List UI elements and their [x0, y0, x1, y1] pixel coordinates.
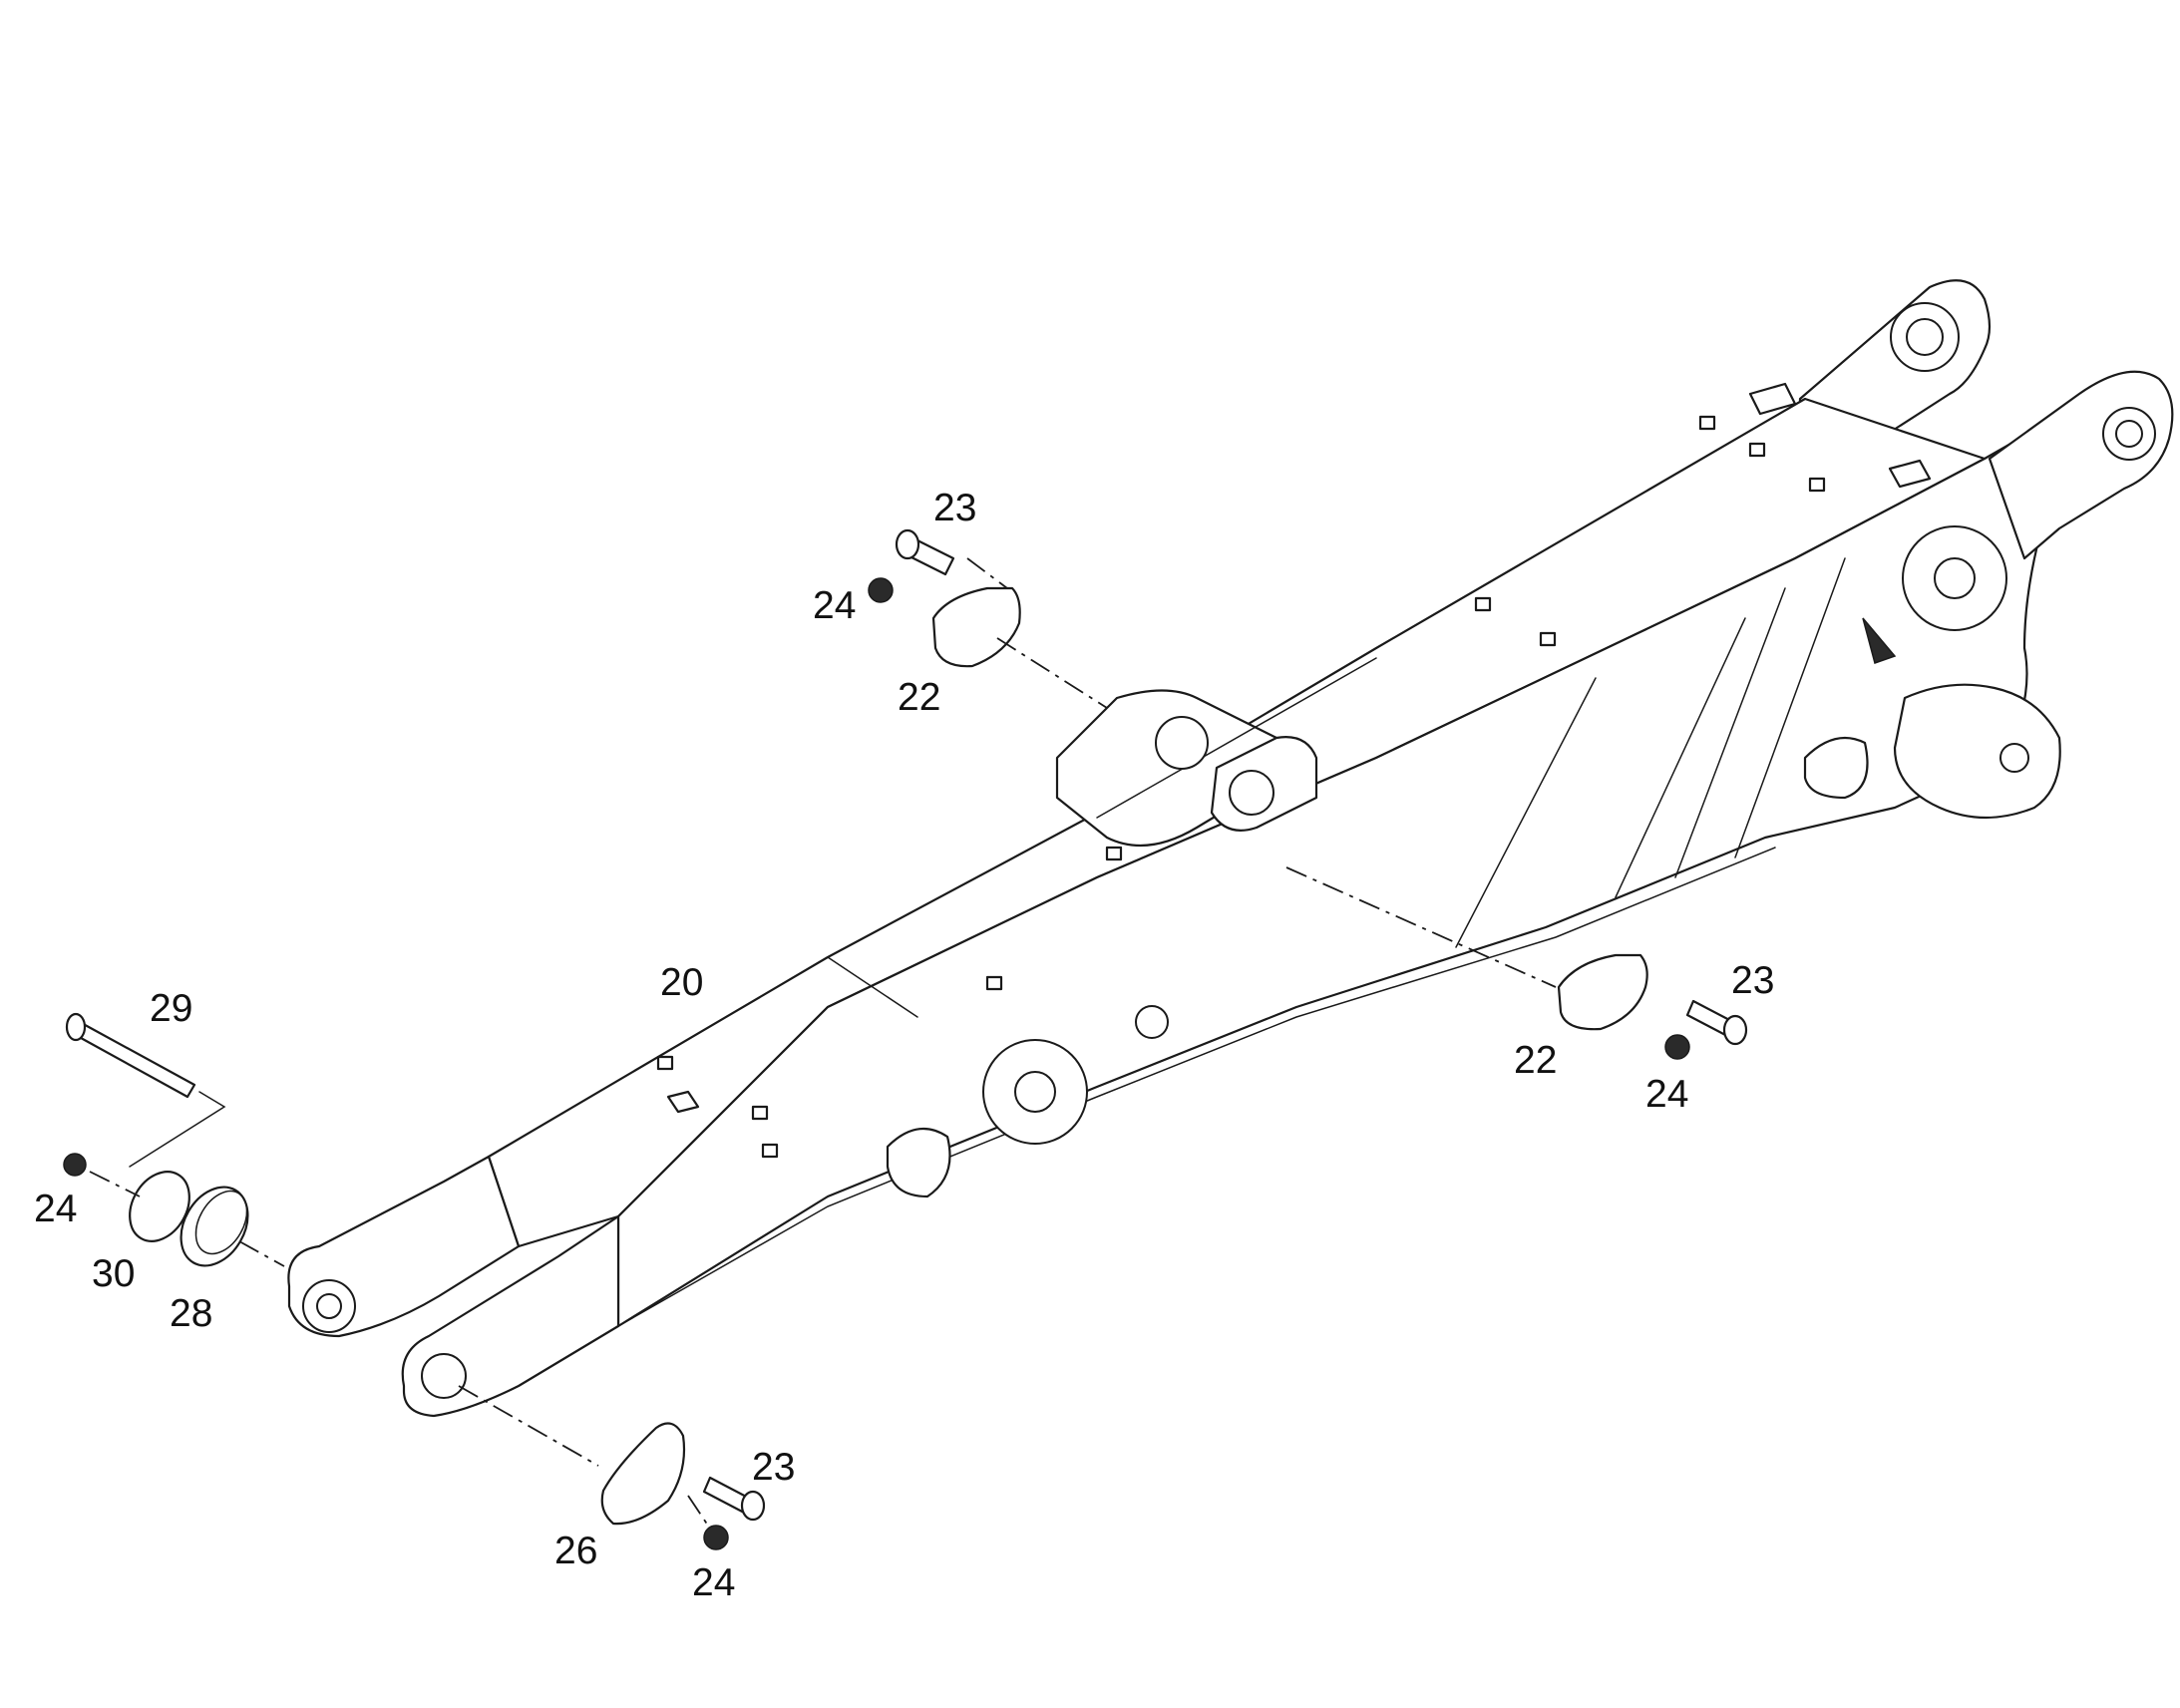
callout-20: 20 [660, 961, 703, 1004]
right-nut-24 [1664, 1034, 1690, 1060]
callout-23-right: 23 [1731, 959, 1774, 1002]
top-centerline [966, 557, 1108, 709]
boom-web-line-4 [1734, 557, 1846, 858]
right-centerline [1285, 866, 1557, 988]
left-centerline [89, 1171, 285, 1267]
callout-24-right: 24 [1645, 1073, 1688, 1116]
callout-26: 26 [554, 1530, 597, 1572]
boom-assembly [287, 279, 2174, 1418]
callout-22-top: 22 [898, 676, 940, 719]
left-pin-bolt-29 [65, 1012, 196, 1099]
boom-bracket-hole [1155, 716, 1209, 770]
top-nut-24 [868, 577, 894, 603]
callout-23-bottom: 23 [752, 1446, 795, 1489]
boom-side-stub-rear [1803, 736, 1869, 800]
boom-rear-lug [1893, 683, 2061, 820]
boom-lower-flange [617, 847, 1776, 1327]
top-bolt-23 [895, 528, 955, 576]
right-bolt-23 [1685, 999, 1748, 1046]
callout-28: 28 [170, 1292, 212, 1335]
callout-24-top: 24 [813, 584, 856, 627]
boom-rear-lug-hole [1999, 743, 2029, 773]
callout-30: 30 [92, 1252, 135, 1295]
bottom-centerline [458, 1385, 709, 1527]
boom-rear-fork-lower [1988, 370, 2174, 560]
boom-front-right-pin-hole [421, 1353, 467, 1399]
right-cover-plate-22 [1557, 953, 1648, 1031]
left-nut-24 [63, 1153, 87, 1177]
left-washer-plate-30 [129, 1171, 190, 1242]
callout-24-left: 24 [34, 1188, 77, 1230]
boom-deck-pads [656, 382, 1932, 1159]
bottom-bolt-23 [702, 1476, 766, 1522]
boom-web-line-1 [1455, 677, 1597, 948]
bottom-nut-24 [703, 1525, 729, 1550]
callout-24-bottom: 24 [692, 1561, 735, 1604]
callout-29: 29 [150, 987, 192, 1030]
boom-web-line-2 [1615, 617, 1746, 898]
top-cover-plate-22 [931, 586, 1021, 668]
boom-deck-seam-2 [1804, 398, 1986, 460]
boom-deck-seam-1 [827, 956, 918, 1018]
callout-23-top: 23 [933, 487, 976, 529]
boom-mid-lug [1135, 1005, 1169, 1039]
callout-22-right: 22 [1514, 1039, 1557, 1082]
boom-bracket-hole-2 [1229, 770, 1274, 816]
boom-lube-boss [1862, 617, 1897, 664]
bottom-cover-plate-26 [600, 1422, 686, 1526]
boom-side-stub-front [886, 1127, 951, 1198]
boom-side-web [616, 417, 2059, 1328]
boom-deck-seam-3 [1096, 657, 1377, 819]
left-leader-29 [129, 1091, 226, 1168]
boom-web-line-3 [1674, 587, 1786, 878]
